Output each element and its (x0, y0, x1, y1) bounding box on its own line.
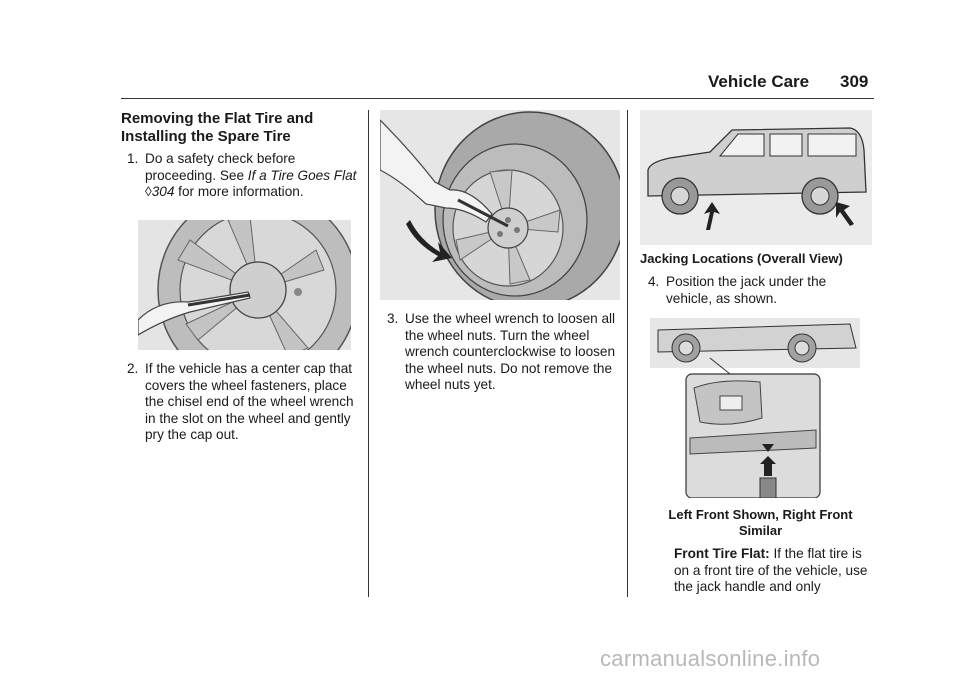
column-divider-2 (627, 110, 628, 597)
step-number: 2. (127, 361, 139, 376)
step-number: 4. (648, 274, 660, 289)
column-divider-1 (368, 110, 369, 597)
page-number: 309 (840, 72, 869, 91)
step-2: 2. If the vehicle has a center cap that … (127, 361, 357, 444)
cross-reference-page[interactable]: 304 (151, 184, 175, 199)
wheel-wrench-illustration (380, 110, 620, 300)
caption-left-front-line2: Similar (738, 523, 783, 538)
watermark: carmanualsonline.info (600, 646, 821, 671)
jack-position-illustration (650, 318, 860, 498)
front-tire-flat-label: Front Tire Flat: (674, 546, 770, 561)
step-number: 1. (127, 151, 139, 166)
section-title: Vehicle Care (708, 72, 810, 91)
cross-reference-link[interactable]: If a Tire Goes Flat (247, 167, 357, 183)
step-text: Do a safety check before proceeding. See… (145, 151, 357, 199)
step-number: 3. (387, 311, 399, 326)
page-header: Vehicle Care 309 (0, 0, 960, 100)
step-text: Position the jack under the vehicle, as … (666, 274, 827, 306)
step-1: 1. Do a safety check before proceeding. … (127, 151, 357, 201)
vehicle-side-view-illustration (640, 110, 872, 245)
front-tire-flat-paragraph: Front Tire Flat: If the flat tire is on … (674, 546, 874, 596)
header-rule (121, 98, 874, 99)
step-3: 3. Use the wheel wrench to loosen all th… (387, 311, 619, 394)
section-heading: Removing the Flat Tire and Installing th… (121, 110, 314, 145)
page-ref-icon: ◊ (145, 184, 152, 199)
caption-left-front: Left Front Shown, Right Front Similar (648, 507, 873, 539)
wheel-center-cap-illustration (138, 220, 351, 350)
step-text: Use the wheel wrench to loosen all the w… (405, 311, 616, 392)
front-tire-flat-text: If the flat tire is on a front tire of t… (674, 546, 868, 594)
caption-left-front-line1: Left Front Shown, Right Front (668, 507, 853, 522)
step-text: If the vehicle has a center cap that cov… (145, 361, 354, 442)
caption-jacking-locations: Jacking Locations (Overall View) (640, 251, 843, 266)
step-4: 4. Position the jack under the vehicle, … (648, 274, 873, 307)
